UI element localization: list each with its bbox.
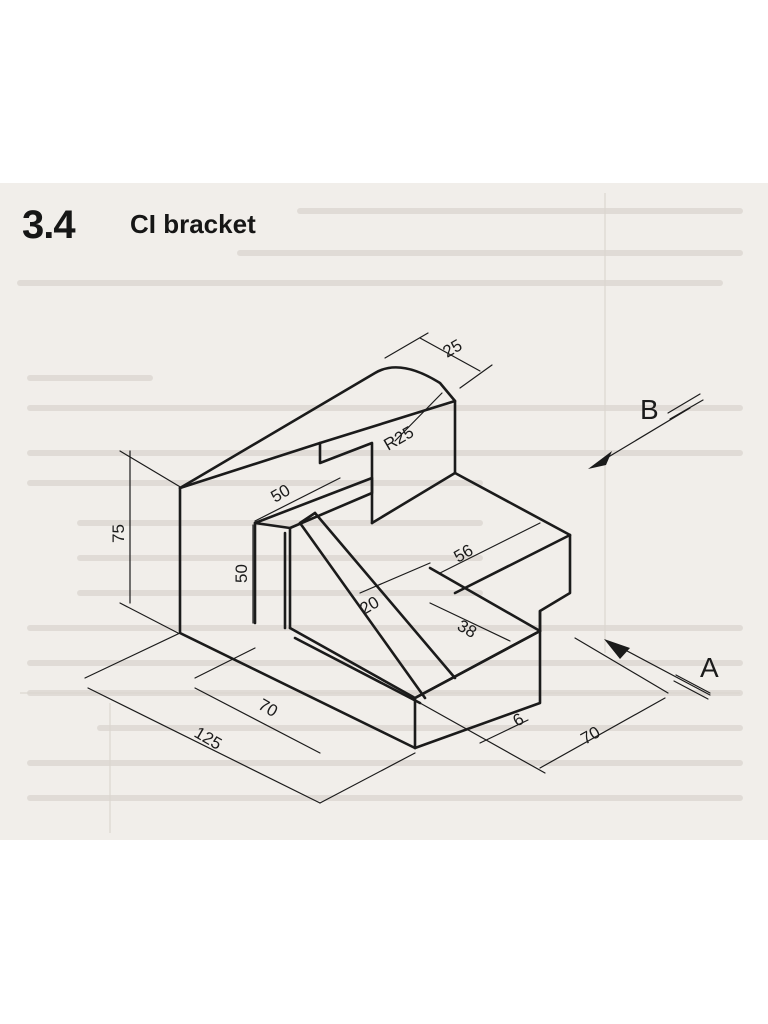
base-inner2 [293, 636, 422, 705]
scanned-page: 3.4 CI bracket [0, 183, 768, 840]
bleed-through-texture [17, 193, 743, 833]
dim-38: 38 [454, 616, 480, 642]
bracket-outline [178, 366, 572, 750]
step-front-edge [428, 566, 542, 633]
dim-25: 25 [440, 336, 466, 362]
dim-50-side: 50 [232, 564, 251, 583]
dim-75: 75 [109, 524, 128, 543]
wall-step [318, 399, 457, 445]
dim-56: 56 [451, 541, 477, 567]
step-top-edge [453, 533, 572, 595]
web-top [253, 476, 374, 530]
back-wall-top [178, 366, 457, 490]
rib-top [298, 511, 317, 525]
view-label-b: B [640, 394, 659, 425]
step-back [370, 471, 457, 525]
rib-right [313, 511, 457, 680]
dim-50-top: 50 [268, 481, 294, 507]
section-title: CI bracket [130, 209, 256, 239]
view-label-a: A [700, 652, 719, 683]
isometric-bracket-drawing: B A 25 R25 50 75 50 56 20 38 70 125 6 70 [84, 332, 719, 804]
dim-125: 125 [191, 723, 225, 754]
view-arrow-a: A [604, 639, 719, 700]
rib-left [298, 521, 427, 700]
dim-20: 20 [357, 593, 383, 619]
base-inner [288, 626, 542, 700]
view-arrow-b: B [588, 393, 704, 469]
dim-r25: R25 [381, 422, 418, 454]
base-front [413, 629, 542, 750]
dimension-lines [84, 332, 669, 804]
wall-notch [178, 441, 374, 525]
section-number: 3.4 [22, 203, 76, 247]
dim-70-front: 70 [255, 695, 281, 721]
front-edges [178, 486, 417, 750]
